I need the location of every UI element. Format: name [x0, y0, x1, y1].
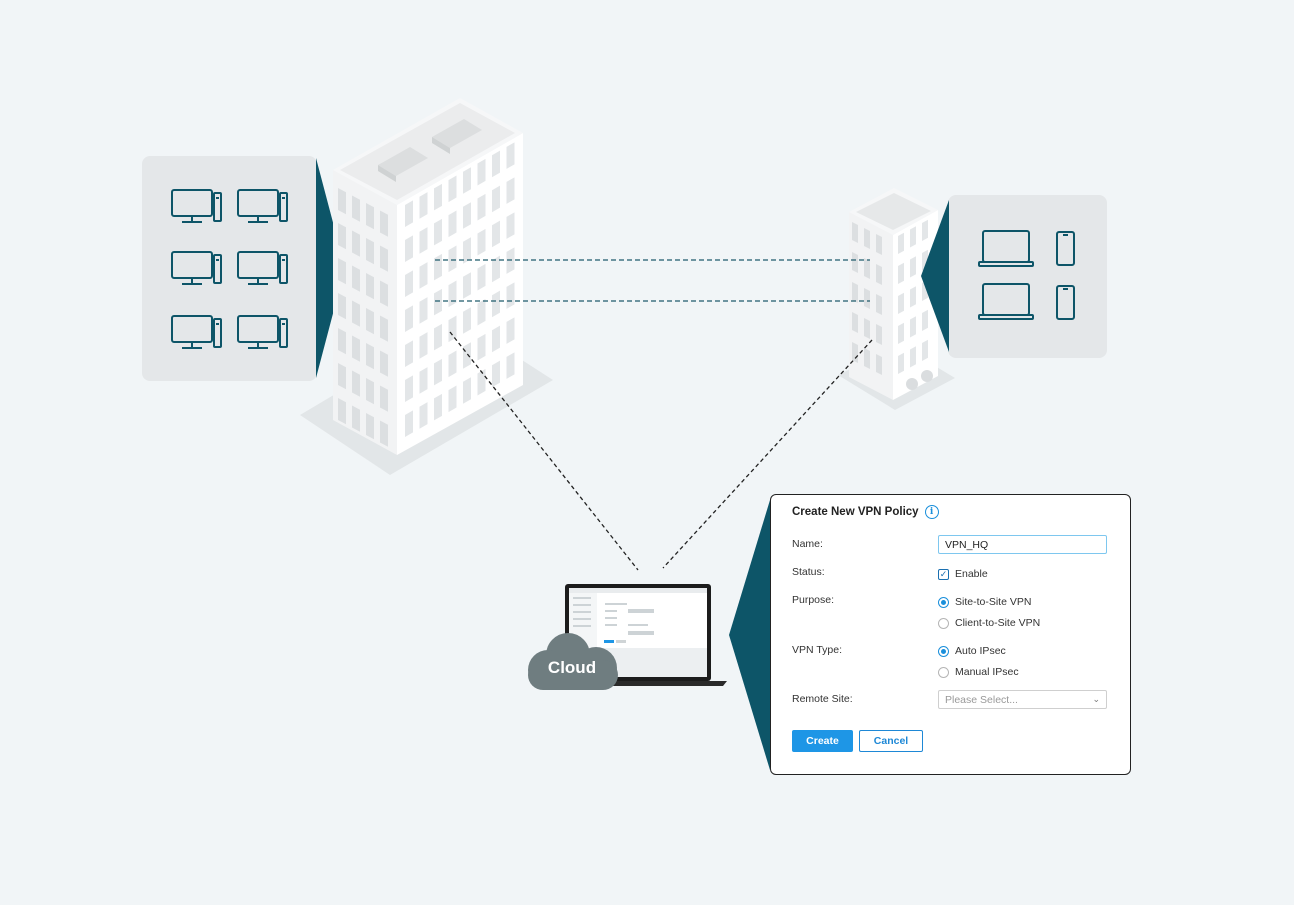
purpose-site-to-site[interactable]: Site-to-Site VPN: [938, 595, 1031, 609]
cloud-management-lines: [449, 331, 873, 571]
cancel-button[interactable]: Cancel: [859, 730, 923, 752]
hq-devices-panel: [142, 156, 345, 381]
name-input[interactable]: [938, 535, 1107, 554]
manual-ipsec-radio[interactable]: [938, 666, 949, 678]
create-button[interactable]: Create: [792, 730, 853, 752]
dialog-title: Create New VPN Policy: [792, 506, 919, 518]
remote-site-label: Remote Site:: [792, 693, 853, 705]
status-label: Status:: [792, 566, 825, 578]
laptop-and-phone-icons: [978, 230, 1075, 320]
create-vpn-policy-dialog: Create New VPN Policy i Name: Status: ✓ …: [770, 494, 1131, 775]
enable-checkbox[interactable]: ✓: [938, 568, 949, 580]
cloud-label: Cloud: [547, 658, 597, 677]
dialog-title-row: Create New VPN Policy i: [792, 505, 939, 519]
purpose-client-to-site[interactable]: Client-to-Site VPN: [938, 616, 1040, 630]
remote-site-placeholder: Please Select...: [945, 693, 1018, 706]
dialog-callout-pointer: [729, 500, 770, 770]
status-enable-option[interactable]: ✓ Enable: [938, 567, 988, 581]
name-label: Name:: [792, 538, 823, 550]
remote-site-select[interactable]: Please Select... ⌄: [938, 690, 1107, 709]
client-to-site-radio[interactable]: [938, 617, 949, 629]
chevron-down-icon: ⌄: [1092, 694, 1100, 704]
branch-building: [838, 188, 955, 410]
auto-ipsec-label: Auto IPsec: [955, 645, 1006, 657]
vpn-tunnel-lines: [435, 259, 870, 302]
cloud-shape: [528, 633, 618, 690]
vpn-type-auto-ipsec[interactable]: Auto IPsec: [938, 644, 1006, 658]
site-to-site-label: Site-to-Site VPN: [955, 596, 1032, 608]
branch-devices-panel: [921, 195, 1107, 358]
site-to-site-radio[interactable]: [938, 596, 949, 608]
purpose-label: Purpose:: [792, 594, 835, 606]
manual-ipsec-label: Manual IPsec: [955, 666, 1019, 678]
auto-ipsec-radio[interactable]: [938, 645, 949, 657]
enable-label: Enable: [955, 568, 988, 580]
vpn-type-label: VPN Type:: [792, 644, 842, 656]
info-icon[interactable]: i: [924, 505, 939, 519]
client-to-site-label: Client-to-Site VPN: [955, 617, 1041, 629]
desktop-icons: [171, 189, 288, 349]
hq-building: [300, 98, 553, 475]
vpn-type-manual-ipsec[interactable]: Manual IPsec: [938, 665, 1019, 679]
